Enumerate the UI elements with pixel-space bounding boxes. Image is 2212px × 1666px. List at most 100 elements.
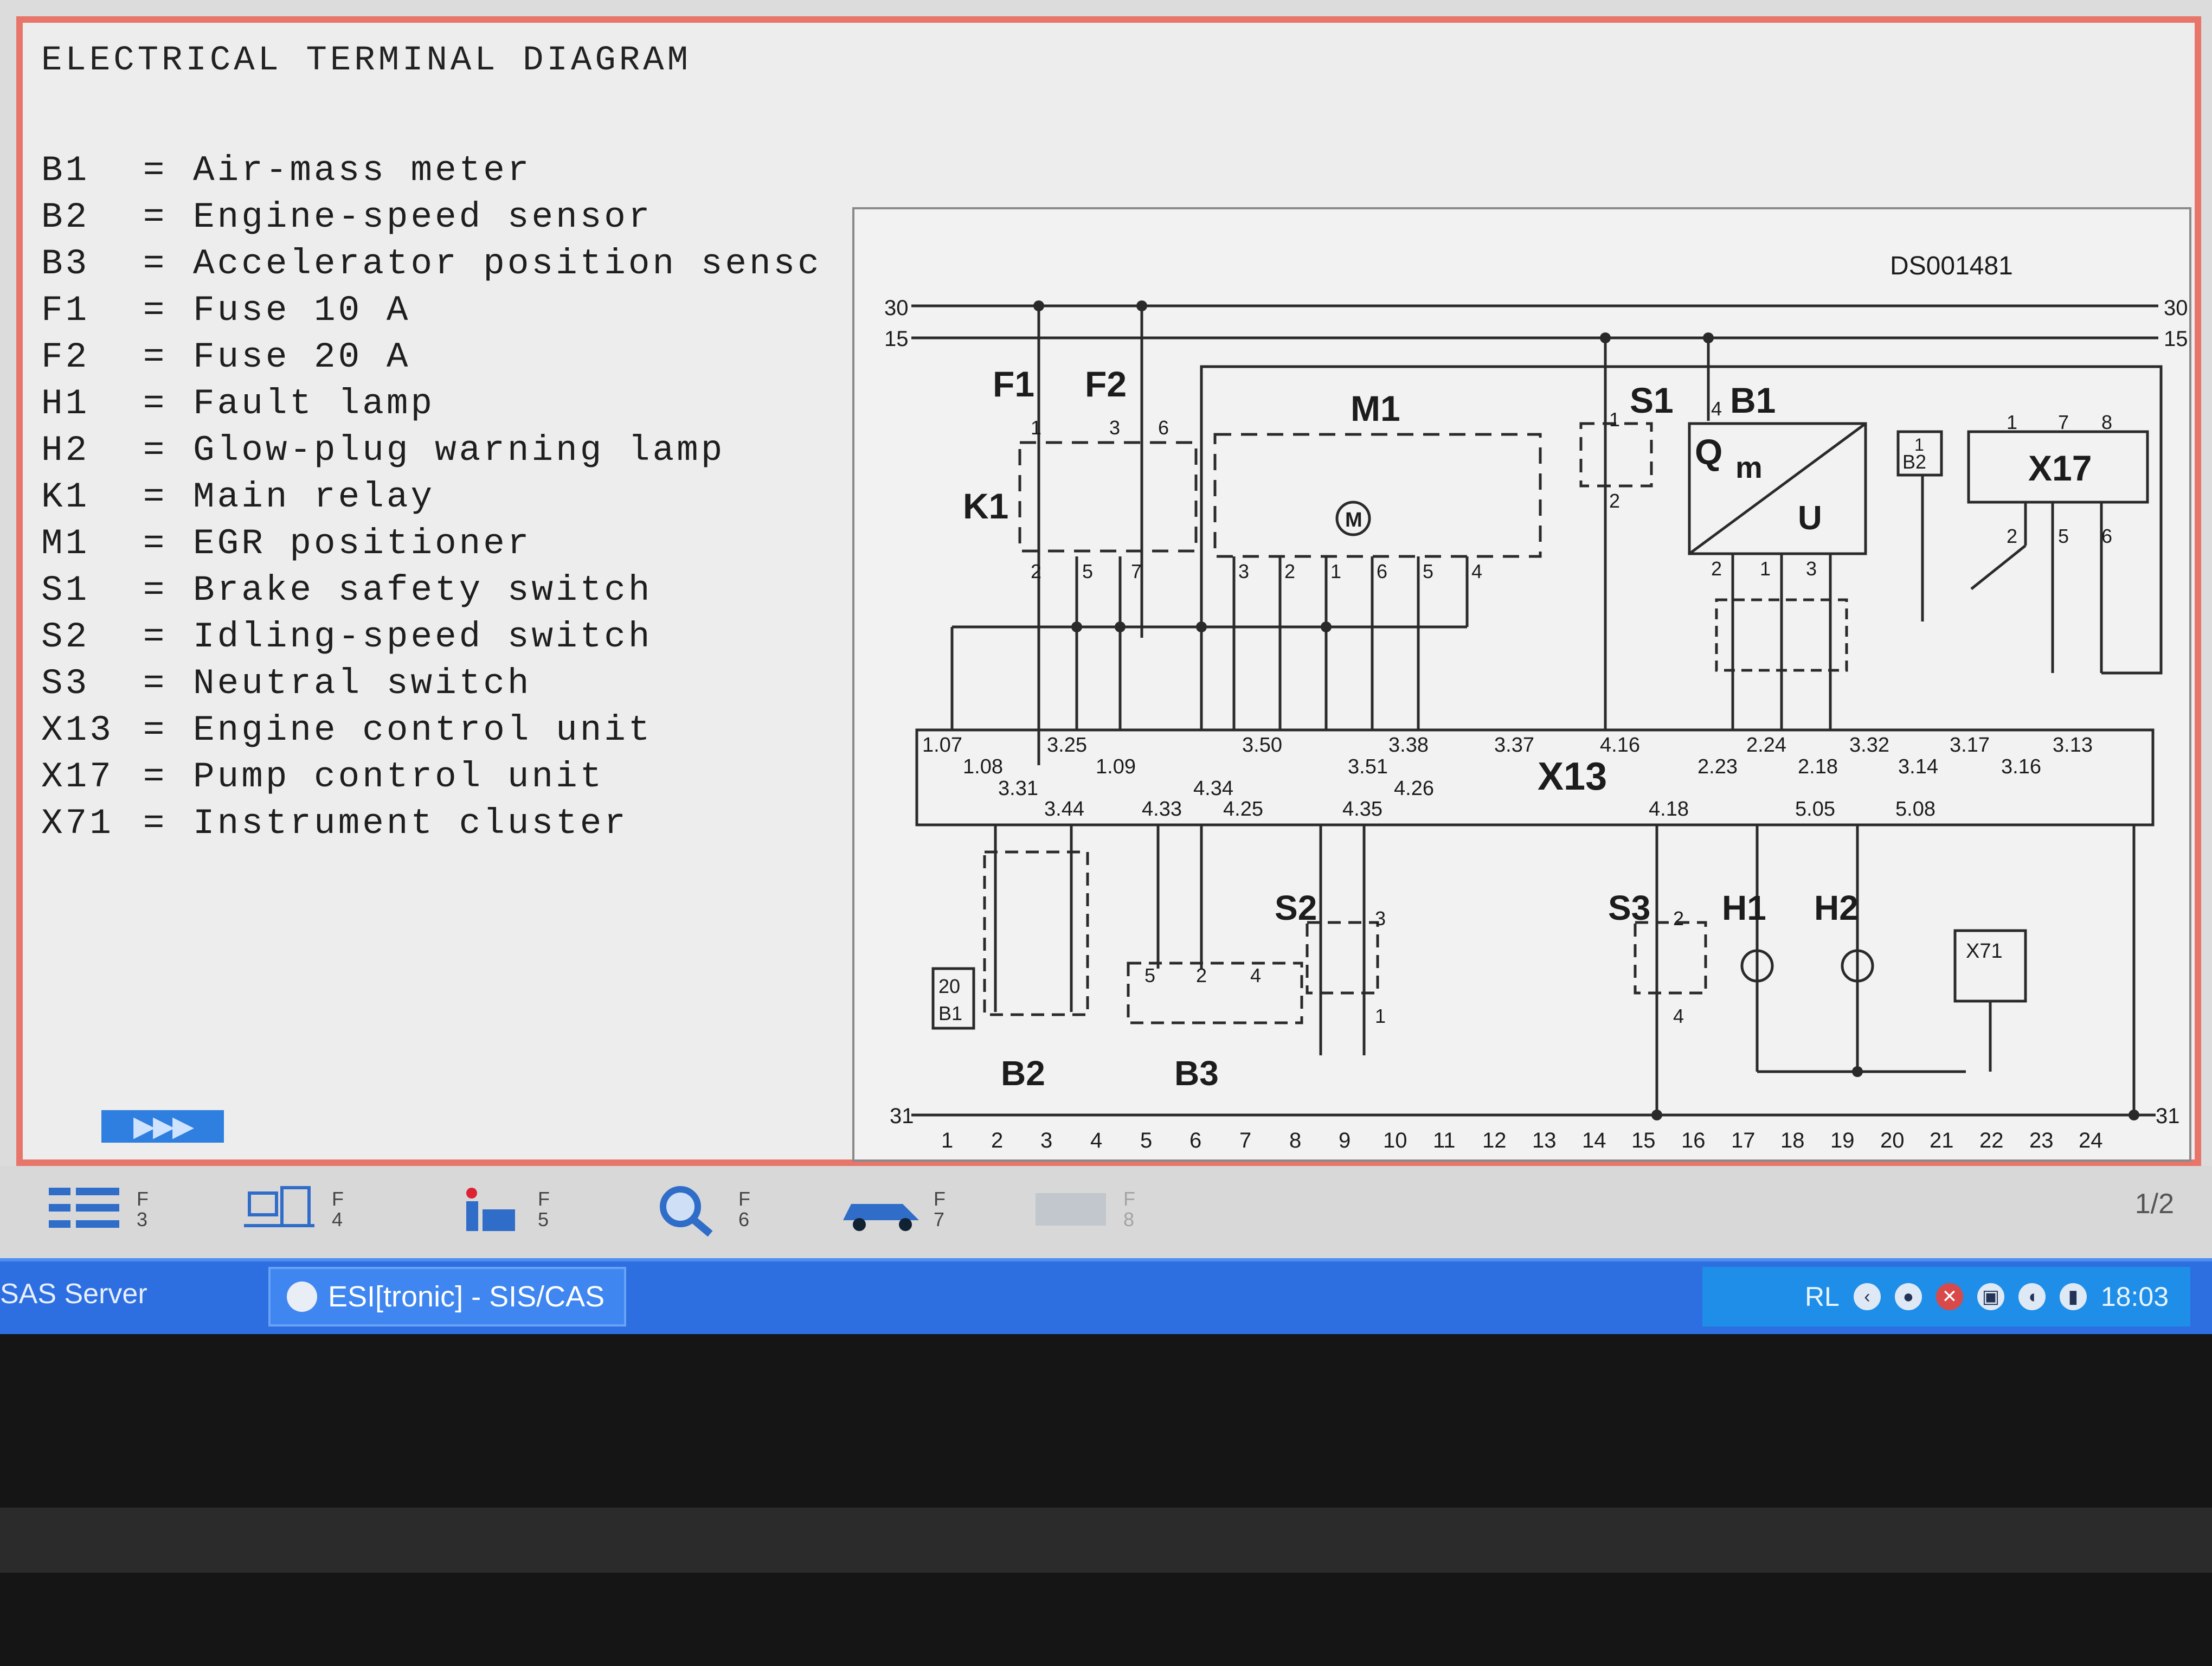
- laptop-bezel: [0, 1334, 2212, 1666]
- f5-button[interactable]: F 5: [439, 1177, 580, 1242]
- taskbar-item-esitronic[interactable]: ESI[tronic] - SIS/CAS: [268, 1267, 626, 1327]
- function-toolbar: F 3 F 4 F 5 F 6 F 7: [0, 1166, 2212, 1258]
- grid-number: 18: [1780, 1129, 1805, 1152]
- motor-symbol: M: [1345, 509, 1362, 531]
- f8-button[interactable]: F 8: [1025, 1177, 1166, 1242]
- volume-icon[interactable]: ◖: [2018, 1283, 2046, 1310]
- pin-label: 7: [2058, 411, 2069, 433]
- pin-label: 2: [1711, 558, 1722, 580]
- pin-label: 7: [1131, 560, 1142, 582]
- label-H2: H2: [1814, 888, 1859, 927]
- f4-button[interactable]: F 4: [233, 1177, 374, 1242]
- pin-label: 4: [1250, 964, 1261, 986]
- next-page-button[interactable]: ▶▶▶: [101, 1110, 224, 1143]
- grid-number: 21: [1930, 1129, 1954, 1152]
- fkey-label: F 6: [738, 1188, 750, 1231]
- shield-icon[interactable]: ✕: [1935, 1283, 1963, 1310]
- pin-label: 2: [1609, 490, 1620, 512]
- label-S3: S3: [1608, 888, 1650, 927]
- pin-label: 1: [1760, 558, 1771, 580]
- x13-pin: 3.16: [2001, 755, 2041, 778]
- grid-number: 3: [1040, 1129, 1052, 1152]
- pin-label: 2: [2007, 525, 2017, 547]
- label-B2-small: B2: [1902, 451, 1926, 473]
- label-F2: F2: [1085, 364, 1127, 404]
- pin-label: 2: [1031, 560, 1041, 582]
- x13-pin: 3.44: [1044, 798, 1084, 821]
- grid-number: 2: [991, 1129, 1003, 1152]
- pin-label: 4: [1711, 398, 1722, 420]
- grid-number: 20: [1880, 1129, 1905, 1152]
- pin-label: 1: [1330, 560, 1341, 582]
- pin-label: 5: [1082, 560, 1093, 582]
- x13-pin: 3.13: [2053, 734, 2093, 757]
- rail-31-right: 31: [2156, 1104, 2180, 1128]
- grid-number: 17: [1731, 1129, 1756, 1152]
- legend-list: B1=Air-mass meter B2=Engine-speed sensor…: [41, 148, 860, 847]
- monitor-icon[interactable]: ▣: [1977, 1283, 2004, 1310]
- x13-pin: 4.26: [1394, 777, 1434, 800]
- label-B3: B3: [1174, 1054, 1219, 1093]
- legend-row: S1=Brake safety switch: [41, 570, 653, 611]
- label-X17: X17: [2028, 448, 2092, 488]
- grid-number: 11: [1433, 1129, 1456, 1152]
- pin-label: 4: [1471, 560, 1482, 582]
- clock[interactable]: 18:03: [2100, 1281, 2169, 1312]
- legend-row: F2=Fuse 20 A: [41, 337, 411, 377]
- pin-label: 6: [1377, 560, 1387, 582]
- pin-label: 5: [1144, 964, 1155, 986]
- wiring-diagram: DS001481 30 15 30 15 31 31 F1 F2 K1 M1 M…: [852, 207, 2191, 1162]
- app-icon: [287, 1281, 317, 1312]
- grid-number: 1: [941, 1129, 953, 1152]
- legend-row: X13=Engine control unit: [41, 710, 653, 751]
- esi-icon: [1025, 1180, 1117, 1239]
- legend-row: B1=Air-mass meter: [41, 150, 532, 191]
- x13-pin: 4.35: [1342, 798, 1382, 821]
- pin-label: 5: [2058, 525, 2069, 547]
- info-icon: [439, 1180, 531, 1239]
- label-B1: B1: [1730, 380, 1776, 420]
- pin-label: 1: [1031, 416, 1041, 439]
- pin-label: 8: [2101, 411, 2112, 433]
- x13-pin: 4.33: [1142, 798, 1182, 821]
- taskbar-item-label: ESI[tronic] - SIS/CAS: [328, 1280, 605, 1313]
- x13-pin: 3.14: [1898, 755, 1938, 778]
- grid-number: 12: [1482, 1129, 1507, 1152]
- label-K1: K1: [963, 486, 1008, 526]
- language-indicator[interactable]: RL: [1804, 1281, 1840, 1312]
- legend-row: X17=Pump control unit: [41, 757, 605, 797]
- pin-label: 3: [1238, 560, 1249, 582]
- b1-symbol-m: m: [1735, 450, 1763, 484]
- x13-pin: 3.38: [1388, 734, 1429, 757]
- label-X71: X71: [1966, 940, 2003, 963]
- legend-row: X71=Instrument cluster: [41, 803, 628, 844]
- x13-pin: 3.32: [1849, 734, 1889, 757]
- grid-number: 7: [1239, 1129, 1251, 1152]
- pin-label: 2: [1284, 560, 1295, 582]
- f6-button[interactable]: F 6: [640, 1177, 781, 1242]
- x13-pin: 3.17: [1950, 734, 1990, 757]
- f7-button[interactable]: F 7: [835, 1177, 976, 1242]
- legend-row: H2=Glow-plug warning lamp: [41, 430, 725, 471]
- label-F1: F1: [993, 364, 1034, 404]
- legend-row: S2=Idling-speed switch: [41, 617, 653, 657]
- connector-B1: B1: [938, 1002, 962, 1024]
- b1-symbol-U: U: [1798, 499, 1822, 537]
- legend-row: M1=EGR positioner: [41, 523, 532, 564]
- legend-row: S3=Neutral switch: [41, 663, 532, 704]
- x13-pin: 3.31: [998, 777, 1038, 800]
- network-icon[interactable]: ●: [1894, 1283, 1922, 1310]
- system-tray: RL ‹ ● ✕ ▣ ◖ ▮ 18:03: [1702, 1267, 2190, 1327]
- legend-row: B3=Accelerator position sensc: [41, 244, 822, 284]
- x13-pin: 4.25: [1223, 798, 1263, 821]
- grid-number: 6: [1189, 1129, 1201, 1152]
- grid-number: 19: [1830, 1129, 1855, 1152]
- f3-button[interactable]: F 3: [38, 1177, 179, 1242]
- back-arrow-icon[interactable]: ‹: [1853, 1283, 1881, 1310]
- battery-icon[interactable]: ▮: [2059, 1283, 2087, 1310]
- grid-number: 23: [2029, 1129, 2054, 1152]
- pin-label: 6: [2101, 525, 2112, 547]
- label-B2: B2: [1001, 1054, 1045, 1093]
- taskbar-item-sas-server[interactable]: SAS Server: [0, 1278, 147, 1310]
- pin-label: 5: [1423, 560, 1433, 582]
